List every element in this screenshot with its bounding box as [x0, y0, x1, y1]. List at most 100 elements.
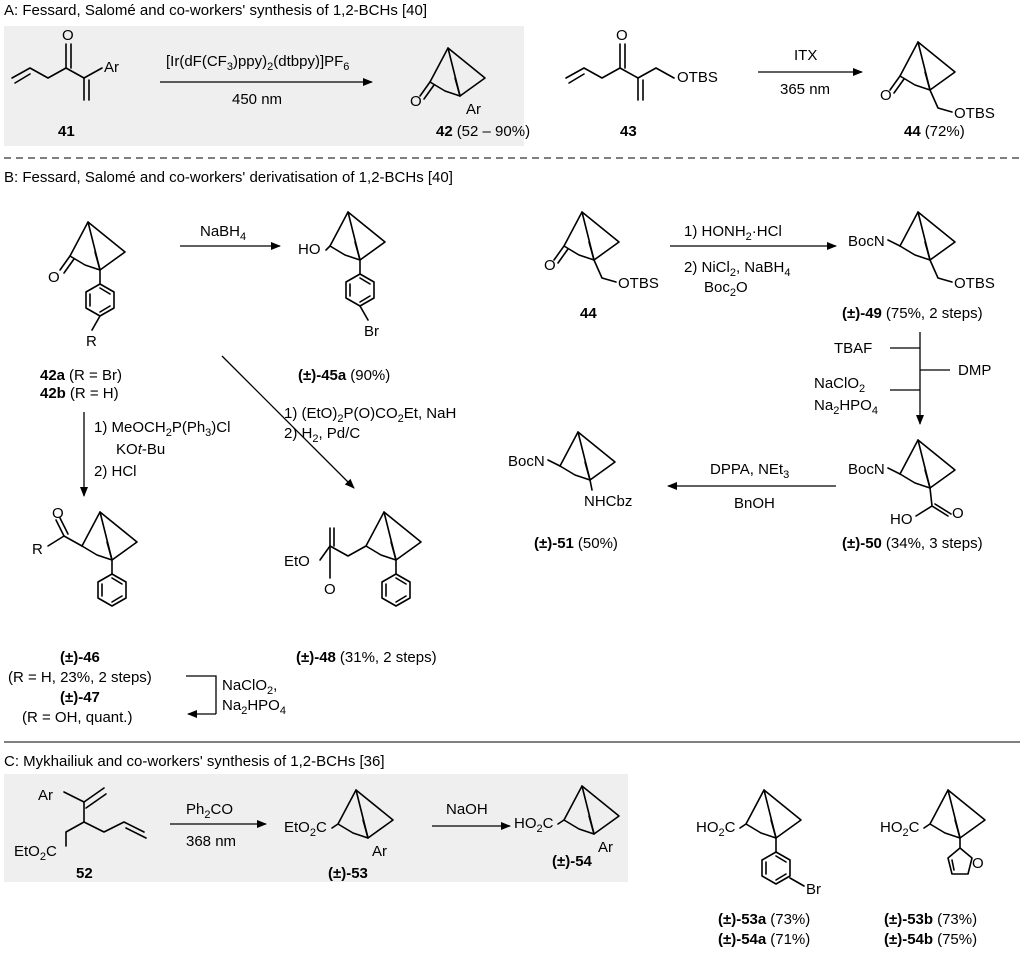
compound-53-label: (±)-53: [328, 865, 368, 882]
svg-text:HO2C: HO2C: [514, 815, 554, 835]
compound-43-label: 43: [620, 123, 637, 140]
compound-47-note: (R = OH, quant.): [22, 709, 132, 726]
svg-text:BocN: BocN: [508, 453, 545, 470]
svg-text:Br: Br: [806, 881, 821, 898]
compound-54b-label: (±)-54b(75%): [884, 931, 977, 948]
reagent-light-368: 368 nm: [186, 833, 236, 850]
compound-44-structure: O OTBS: [880, 41, 995, 122]
compound-43-structure: O OTBS: [565, 27, 718, 101]
reagent-light-365: 365 nm: [780, 81, 830, 98]
reagent-pinnick-2: Na2HPO4: [222, 697, 286, 717]
section-c-box: [4, 774, 628, 882]
compound-49-label: (±)-49(75%, 2 steps): [842, 305, 983, 322]
reagent-pinnick-1: NaClO2,: [222, 677, 277, 697]
reagent-wittig-1: 1) MeOCH2P(Ph3)Cl: [94, 419, 230, 439]
compound-54a-label: (±)-54a(71%): [718, 931, 810, 948]
compound-45a-structure: HO Br: [298, 211, 386, 340]
svg-text:Ar: Ar: [372, 843, 387, 860]
svg-text:OTBS: OTBS: [954, 105, 995, 122]
svg-text:HO2C: HO2C: [696, 819, 736, 839]
compound-44-label: 44(72%): [904, 123, 965, 140]
compound-53a-structure: HO2C Br: [696, 789, 821, 898]
svg-text:R: R: [86, 333, 97, 350]
atom-ar: Ar: [104, 59, 119, 76]
svg-text:Ar: Ar: [466, 101, 481, 118]
section-a-header: A: Fessard, Salomé and co-workers' synth…: [4, 2, 427, 19]
svg-text:EtO: EtO: [284, 553, 310, 570]
svg-text:O: O: [324, 581, 336, 598]
svg-text:O: O: [544, 257, 556, 274]
arrow-42-48: [221, 355, 355, 489]
reagent-dppa: DPPA, NEt3: [710, 461, 789, 481]
compound-48-label: (±)-48(31%, 2 steps): [296, 649, 437, 666]
compound-50-label: (±)-50(34%, 3 steps): [842, 535, 983, 552]
reagent-oxime-1: 1) HONH2·HCl: [684, 223, 782, 243]
svg-text:NHCbz: NHCbz: [584, 493, 632, 510]
svg-text:OTBS: OTBS: [954, 275, 995, 292]
compound-53b-label: (±)-53b(73%): [884, 911, 977, 928]
compound-52-label: 52: [76, 865, 93, 882]
compound-50-structure: BocN HO O: [848, 439, 964, 528]
svg-text:O: O: [616, 27, 628, 44]
reagent-naclo2: NaClO2: [814, 375, 865, 395]
reagent-hwe-2: 2) H2, Pd/C: [284, 425, 360, 445]
reagent-light-450: 450 nm: [232, 91, 282, 108]
svg-text:EtO2C: EtO2C: [14, 843, 57, 863]
reagent-oxime-3: Boc2O: [704, 279, 748, 299]
compound-53b-structure: HO2C O: [880, 789, 986, 875]
compound-54-label: (±)-54: [552, 853, 593, 870]
compound-47-label: (±)-47: [60, 689, 100, 706]
compound-51-structure: BocN NHCbz: [508, 431, 632, 510]
svg-text:HO2C: HO2C: [880, 819, 920, 839]
compound-42-structure: O Ar: [410, 47, 486, 118]
section-c-header: C: Mykhailiuk and co-workers' synthesis …: [4, 753, 385, 770]
svg-text:EtO2C: EtO2C: [284, 819, 327, 839]
section-b-header: B: Fessard, Salomé and co-workers' deriv…: [4, 169, 453, 186]
reagent-ir-catalyst: [Ir(dF(CF3)ppy)2(dtbpy)]PF6: [166, 53, 349, 73]
reagent-naoh: NaOH: [446, 801, 488, 818]
reagent-nabh4: NaBH4: [200, 223, 246, 243]
compound-46-note: (R = H, 23%, 2 steps): [8, 669, 152, 686]
reagent-bnoh: BnOH: [734, 495, 775, 512]
compound-41-structure: O Ar: [11, 27, 119, 101]
svg-text:OTBS: OTBS: [618, 275, 659, 292]
compound-42a-label: 42a(R = Br): [40, 367, 122, 384]
reagent-itx: ITX: [794, 47, 817, 64]
arrow-46-47-bracket: [186, 675, 217, 714]
compound-44b-structure: O OTBS: [544, 211, 659, 292]
compound-54-structure: HO2C Ar: [514, 785, 620, 856]
svg-text:BocN: BocN: [848, 233, 885, 250]
svg-text:O: O: [952, 505, 964, 522]
compound-51-label: (±)-51(50%): [534, 535, 618, 552]
reagent-na2hpo4: Na2HPO4: [814, 397, 878, 417]
reagent-wittig-3: 2) HCl: [94, 463, 137, 480]
svg-text:Ar: Ar: [38, 787, 53, 804]
compound-44b-label: 44: [580, 305, 597, 322]
compound-48-structure: O EtO: [284, 511, 422, 607]
atom-o: O: [62, 27, 74, 44]
compound-42ab-structure: O R: [48, 221, 126, 350]
compound-53-structure: EtO2C Ar: [284, 789, 394, 860]
compound-46-label: (±)-46: [60, 649, 100, 666]
svg-text:R: R: [32, 541, 43, 558]
svg-text:O: O: [48, 269, 60, 286]
compound-42b-label: 42b(R = H): [40, 385, 119, 402]
svg-text:Ar: Ar: [598, 839, 613, 856]
reagent-ph2co: Ph2CO: [186, 801, 233, 821]
compound-41-label: 41: [58, 123, 75, 140]
svg-text:OTBS: OTBS: [677, 69, 718, 86]
svg-text:BocN: BocN: [848, 461, 885, 478]
compound-42-label: 42(52 – 90%): [436, 123, 530, 140]
compound-46-structure: O R: [32, 505, 138, 607]
svg-text:O: O: [410, 93, 422, 110]
compound-45a-label: (±)-45a(90%): [298, 367, 390, 384]
reagent-tbaf: TBAF: [834, 340, 872, 357]
reagent-oxime-2: 2) NiCl2, NaBH4: [684, 259, 790, 279]
svg-text:HO: HO: [298, 241, 321, 258]
svg-text:O: O: [52, 505, 64, 522]
reagent-hwe-1: 1) (EtO)2P(O)CO2Et, NaH: [284, 405, 456, 425]
reagent-wittig-2: KOt-Bu: [116, 441, 165, 458]
svg-text:O: O: [972, 855, 984, 872]
reagent-dmp: DMP: [958, 362, 991, 379]
